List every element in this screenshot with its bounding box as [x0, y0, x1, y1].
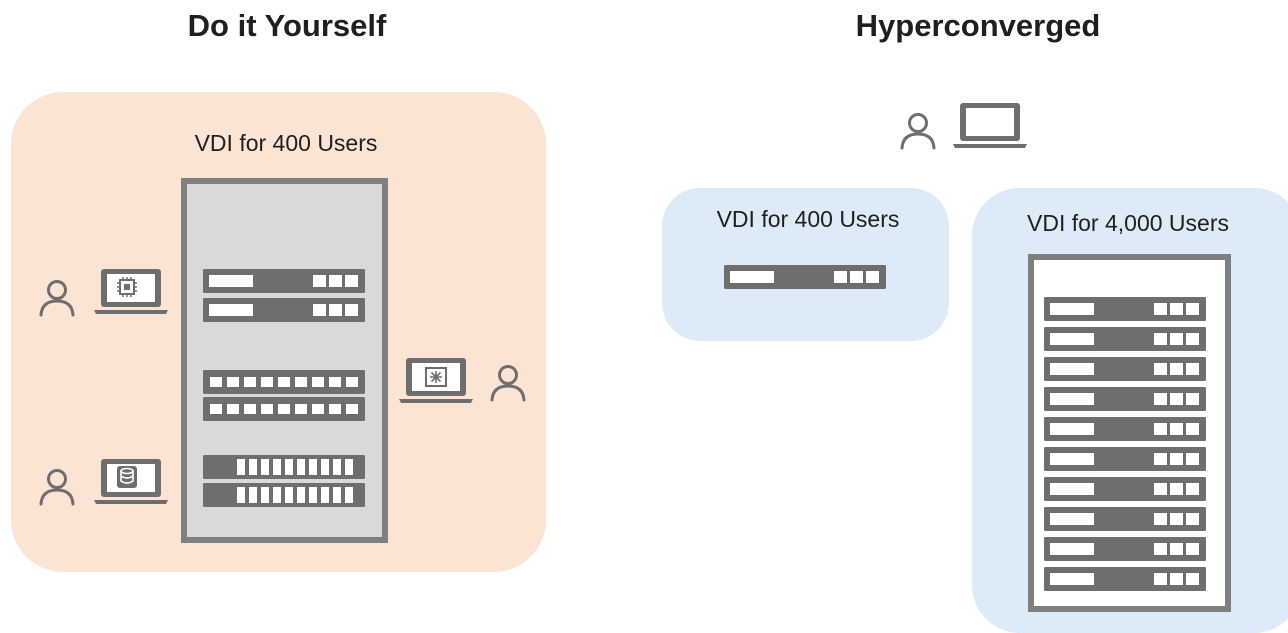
server-rack-icon [1028, 254, 1231, 612]
rack-server-node [1044, 387, 1206, 411]
user-icon [39, 280, 75, 317]
laptop-cpu-icon [94, 269, 168, 314]
diy-title: Do it Yourself [187, 8, 387, 43]
user-icon [39, 469, 75, 506]
rack-server-node [1044, 357, 1206, 381]
diy-endpoint-gpu [399, 358, 526, 403]
rack-server-node [1044, 567, 1206, 591]
rack-server-node [203, 298, 365, 322]
laptop-icon [953, 103, 1027, 148]
user-icon [900, 113, 936, 150]
rack-server-node [1044, 417, 1206, 441]
hc-large-panel-label: VDI for 4,000 Users [1027, 210, 1229, 236]
hc-small-panel-label: VDI for 400 Users [716, 206, 900, 232]
server-node-icon [724, 265, 886, 289]
rack-server-node [1044, 297, 1206, 321]
rack-network-switch [203, 370, 365, 394]
rack-network-switch [203, 397, 365, 421]
rack-storage-node [203, 455, 365, 479]
hc-small-panel [662, 188, 949, 341]
rack-server-node [1044, 507, 1206, 531]
rack-storage-node [203, 483, 365, 507]
diy-panel-label: VDI for 400 Users [194, 130, 378, 156]
rack-server-node [1044, 447, 1206, 471]
rack-server-node [1044, 477, 1206, 501]
rack-server-node [203, 269, 365, 293]
hyperconverged-title: Hyperconverged [855, 8, 1101, 43]
diy-endpoint-database [39, 459, 168, 506]
laptop-database-icon [94, 459, 168, 504]
rack-server-node [1044, 537, 1206, 561]
user-icon [490, 365, 526, 402]
laptop-gpu-icon [399, 358, 473, 403]
diy-endpoint-cpu [39, 269, 168, 317]
hc-endpoint [900, 103, 1027, 150]
server-rack-icon [181, 178, 388, 543]
rack-server-node [1044, 327, 1206, 351]
